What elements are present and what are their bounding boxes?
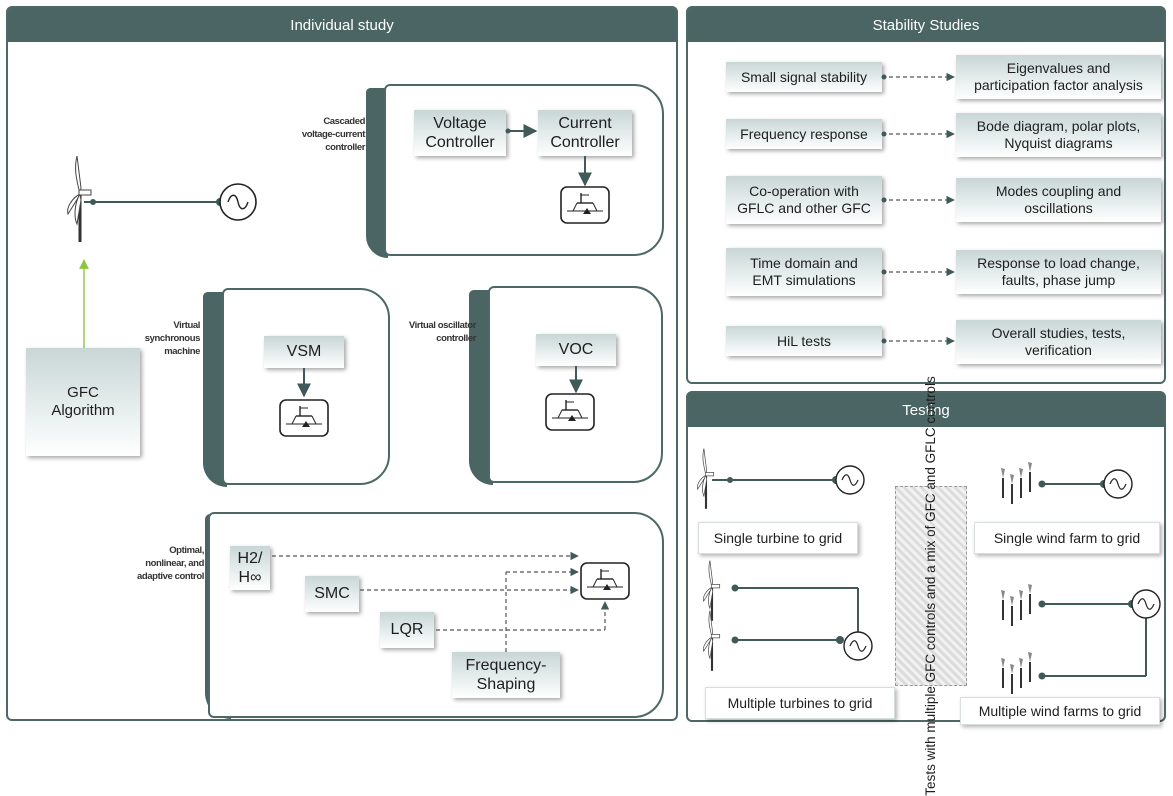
single-farm-label: Single wind farm to grid — [974, 522, 1160, 554]
stability-right-1: Bode diagram, polar plots, Nyquist diagr… — [956, 113, 1161, 157]
voltage-controller-box: Voltage Controller — [414, 110, 506, 156]
stability-right-3: Response to load change, faults, phase j… — [956, 250, 1161, 294]
single-turbine-label: Single turbine to grid — [698, 522, 858, 554]
h2-hinf-box: H2/ H∞ — [230, 546, 270, 590]
multiple-farms-label: Multiple wind farms to grid — [960, 697, 1160, 725]
diagram-lines — [66, 72, 1161, 733]
multiple-turbines-label: Multiple turbines to grid — [705, 687, 895, 719]
stability-left-2: Co-operation with GFLC and other GFC — [726, 176, 882, 224]
stability-left-0: Small signal stability — [726, 62, 882, 92]
smc-box: SMC — [305, 576, 359, 612]
frequency-shaping-box: Frequency- Shaping — [452, 652, 560, 698]
optimal-control-label: Optimal, nonlinear, and adaptive control — [137, 545, 204, 582]
testing-title: Testing — [688, 393, 1164, 427]
stability-left-1: Frequency response — [726, 119, 882, 149]
optimal-control-card — [208, 512, 664, 718]
vsm-box: VSM — [264, 336, 344, 368]
stability-studies-title: Stability Studies — [688, 8, 1164, 42]
individual-study-title: Individual study — [8, 8, 676, 42]
lqr-box: LQR — [380, 612, 434, 648]
stability-right-0: Eigenvalues and participation factor ana… — [956, 55, 1161, 99]
gfc-algorithm-box: GFC Algorithm — [26, 348, 140, 456]
stability-left-4: HiL tests — [726, 326, 882, 356]
current-controller-box: Current Controller — [538, 110, 632, 156]
cascaded-controller-label: Cascaded voltage-current controller — [301, 116, 366, 153]
stability-left-3: Time domain and EMT simulations — [726, 248, 882, 296]
vsm-label: Virtual synchronous machine — [144, 320, 201, 357]
cascaded-card-tab — [366, 88, 388, 258]
stability-right-2: Modes coupling and oscillations — [956, 178, 1161, 222]
mixed-controls-test-box: Tests with multiple GFC controls and a m… — [895, 376, 967, 796]
voc-label: Virtual oscillator controller — [408, 320, 476, 344]
voc-box: VOC — [536, 334, 616, 366]
stability-right-4: Overall studies, tests, verification — [956, 320, 1161, 364]
